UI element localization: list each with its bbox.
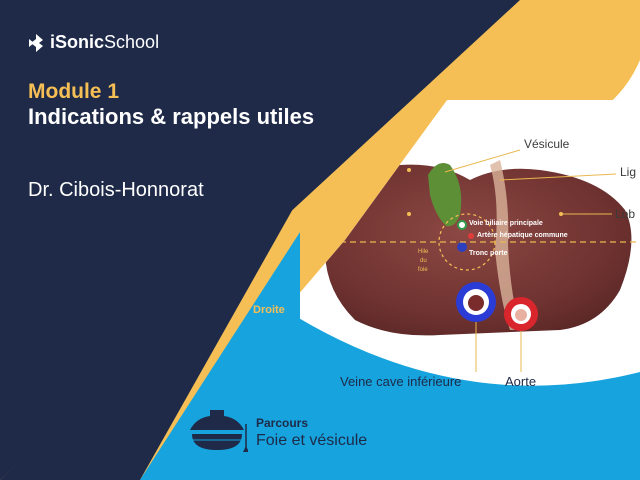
label-ligament: Lig: [620, 165, 637, 179]
label-tronc-porte: Tronc porte: [469, 250, 508, 257]
ultrasound-probe-icon: [190, 410, 248, 452]
liver-shape: [325, 164, 632, 336]
brand-name: iSonicSchool: [50, 32, 159, 53]
label-vesicule: Vésicule: [524, 137, 570, 151]
label-hile-1: Hile: [418, 249, 429, 255]
brand-logo: iSonicSchool: [28, 32, 159, 53]
label-hile-3: foie: [418, 267, 428, 273]
parcours-block: Parcours Foie et vésicule: [188, 406, 408, 458]
brand-bold: Sonic: [55, 32, 105, 52]
label-hile-2: du: [420, 258, 427, 264]
brand-prefix: i: [50, 32, 56, 52]
parcours-title: Foie et vésicule: [256, 432, 368, 449]
label-voie-biliaire: Voie biliaire principale: [469, 220, 543, 227]
parcours-label: Parcours: [256, 416, 309, 430]
logo-icon: [29, 33, 43, 52]
brand-regular: School: [104, 32, 160, 52]
label-veine-cave: Veine cave inférieure: [340, 374, 462, 389]
label-aorte: Aorte: [505, 374, 537, 389]
module-label: Module 1: [28, 80, 120, 103]
label-artere: Artère hépatique commune: [477, 232, 568, 239]
module-title: Indications & rappels utiles: [28, 104, 315, 129]
author-name: Dr. Cibois-Honnorat: [28, 179, 204, 201]
label-lobe: Lob: [615, 207, 636, 221]
gallbladder-shape: [428, 162, 462, 227]
label-droite: Droite: [253, 304, 285, 316]
